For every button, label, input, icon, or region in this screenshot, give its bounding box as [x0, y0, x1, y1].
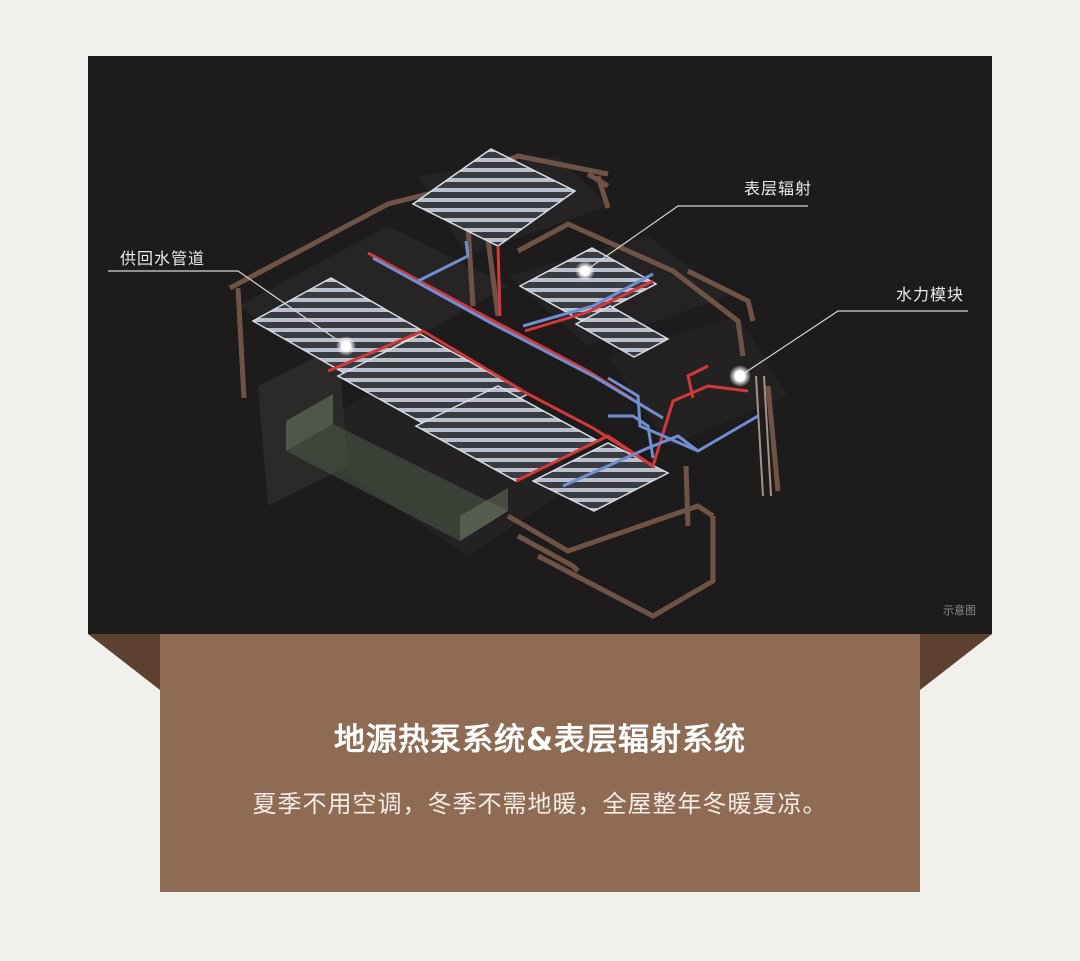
caption-subtitle: 夏季不用空调，冬季不需地暖，全屋整年冬暖夏凉。 — [252, 790, 828, 818]
glass-volume — [286, 394, 508, 541]
hydraulic-module-pipes — [755, 375, 772, 497]
caption-title: 地源热泵系统&表层辐射系统 — [333, 722, 747, 758]
hydraulic-module-label: 水力模块 — [896, 285, 965, 304]
return-pipes — [372, 240, 759, 488]
floor-heating-isometric-diagram — [108, 148, 968, 619]
diagram-panel: 供回水管道 表层辐射 水力模块 示意图 — [88, 56, 992, 634]
surface-radiation-label: 表层辐射 — [744, 179, 813, 198]
radiant-floor-panels — [251, 148, 670, 512]
caption-box: 地源热泵系统&表层辐射系统 夏季不用空调，冬季不需地暖，全屋整年冬暖夏凉。 — [160, 634, 920, 892]
callout-markers — [336, 261, 751, 387]
schematic-note: 示意图 — [943, 604, 976, 617]
callout-lines — [108, 205, 968, 377]
supply-return-pipe-label: 供回水管道 — [120, 249, 206, 268]
